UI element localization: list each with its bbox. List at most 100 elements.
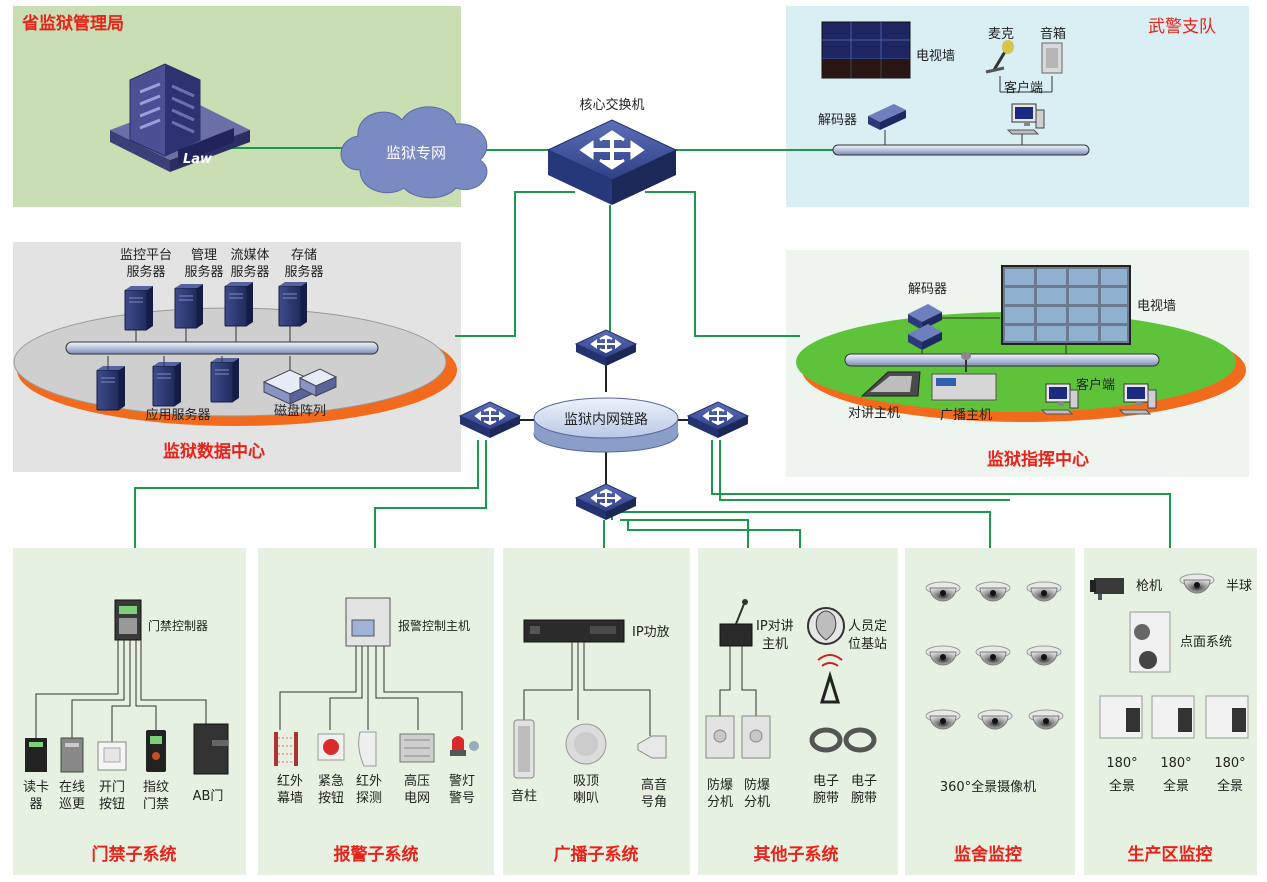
mic-label: 麦克 (988, 27, 1014, 42)
datacenter-server-labels: 监控平台 服务器 管理 服务器 流媒体 服务器 存储 服务器 (120, 248, 324, 280)
server-label-line1: 管理 (191, 248, 217, 263)
ip-amplifier-label: IP功放 (632, 625, 670, 640)
server-label-line2: 服务器 (184, 264, 223, 280)
panorama-line1: 180° (1106, 756, 1137, 771)
locator-icon (807, 607, 845, 645)
gun-camera-label: 枪机 (1136, 578, 1162, 594)
panorama-line1: 180° (1160, 756, 1191, 771)
switch-icon[interactable] (687, 401, 749, 439)
device-label-line1: 电子 (813, 774, 839, 789)
intercom-host-label: 对讲主机 (848, 406, 900, 421)
alarm-controller-label: 报警控制主机 (398, 618, 470, 633)
device-label-line2: 幕墙 (277, 791, 303, 806)
server-icon (278, 281, 308, 327)
access-wires (35, 640, 207, 742)
police-title: 武警支队 (1148, 17, 1216, 37)
intercom-line1: IP对讲 (756, 619, 794, 634)
device-label-line2: 门禁 (143, 797, 169, 812)
panorama-180-icons (1099, 695, 1249, 739)
command-title: 监狱指挥中心 (987, 449, 1089, 470)
speaker-label: 音箱 (1040, 26, 1066, 42)
police-decoder-label: 解码器 (818, 113, 857, 128)
server-label-line2: 服务器 (126, 264, 165, 280)
broadcast-host-label: 广播主机 (940, 408, 992, 423)
device-label-line2: 按钮 (99, 797, 125, 812)
horn-icon (637, 735, 667, 759)
device-label-line1: 指纹 (143, 780, 169, 795)
intercom-host-icon (860, 371, 921, 397)
warning-light-icon (450, 736, 479, 756)
broadcast-title: 广播子系统 (554, 844, 639, 865)
alarm-title: 报警子系统 (334, 844, 419, 865)
device-label-line2: 巡更 (59, 797, 85, 812)
access-device-labels: 读卡 器 在线 巡更 开门 按钮 指纹 门禁 AB门 (23, 780, 223, 812)
speaker-icon (1041, 42, 1063, 74)
ip-amplifier-icon (523, 619, 625, 643)
panorama-camera-icon (1099, 695, 1143, 739)
ab-door-icon (193, 723, 229, 775)
panorama-camera-icon (1151, 695, 1195, 739)
alarm-panel (258, 548, 494, 875)
device-label-line2: 腕带 (813, 790, 839, 806)
device-label-line2: 喇叭 (573, 791, 599, 806)
production-title: 生产区监控 (1128, 844, 1213, 865)
police-decoder-icon (868, 104, 906, 130)
intercom-line2: 主机 (762, 637, 788, 652)
disk-array-icon (262, 368, 338, 405)
patrol-icon (60, 737, 84, 773)
device-label-line2: 电网 (404, 791, 430, 806)
panorama-line1: 180° (1214, 756, 1245, 771)
other-device-labels: 防爆 分机 防爆 分机 电子 腕带 电子 腕带 (707, 774, 877, 810)
server-icon (124, 285, 154, 331)
panorama-labels: 180° 全景 180° 全景 180° 全景 (1106, 756, 1245, 794)
device-label-line1: 电子 (851, 774, 877, 789)
point-system-label: 点面系统 (1180, 635, 1232, 650)
half-dome-label: 半球 (1226, 579, 1252, 594)
core-links (520, 365, 690, 490)
ceiling-speaker-icon (565, 723, 607, 765)
broadcast-panel (503, 548, 690, 875)
command-video-wall-icon (1001, 265, 1131, 345)
cloud-icon (340, 106, 488, 199)
explosion-proof-phone-icon (705, 715, 735, 759)
disk-array-label: 磁盘阵列 (274, 403, 326, 419)
intranet-label: 监狱内网链路 (564, 412, 648, 428)
alarm-device-labels: 红外 幕墙 紧急 按钮 红外 探测 高压 电网 警灯 警号 (277, 773, 475, 806)
device-label-line1: 开门 (99, 780, 125, 795)
server-label-line2: 服务器 (284, 264, 323, 280)
device-label-line2: 器 (29, 797, 42, 812)
command-video-wall-label: 电视墙 (1137, 299, 1176, 314)
device-label-line1: 红外 (277, 773, 303, 789)
police-video-wall-label: 电视墙 (916, 49, 955, 64)
device-label-line1: 警灯 (449, 773, 475, 789)
explosion-proof-phone-icon (741, 715, 771, 759)
device-label-line2: 号角 (641, 795, 667, 810)
device-label-line1: 高音 (641, 777, 667, 793)
switch-icon[interactable] (459, 401, 521, 439)
point-system-icon (1129, 611, 1171, 673)
device-label-line1: 吸顶 (573, 774, 599, 789)
police-bus (832, 144, 1090, 156)
app-server-label: 应用服务器 (145, 407, 210, 423)
command-bus (844, 353, 1160, 367)
door-button-icon (97, 741, 127, 771)
core-switch-icon[interactable] (546, 119, 678, 205)
server-label-line2: 服务器 (230, 264, 269, 280)
gun-camera-icon (1090, 578, 1124, 600)
switch-icon[interactable] (575, 329, 637, 367)
access-controller-label: 门禁控制器 (148, 618, 208, 633)
broadcast-wires (523, 642, 651, 736)
law-logo-text: Law (183, 152, 213, 167)
antenna-icon (817, 654, 843, 704)
command-decoder-icon (908, 304, 942, 350)
infrared-detector-icon (358, 731, 377, 767)
locator-line2: 位基站 (848, 637, 887, 652)
law-building-icon (110, 63, 250, 172)
device-label-line1: 在线 (59, 780, 85, 795)
server-label-line1: 流媒体 (230, 248, 269, 263)
card-reader-icon (25, 738, 47, 772)
switch-icon[interactable] (575, 483, 637, 521)
server-icon (174, 283, 204, 329)
device-label-line1: 红外 (356, 773, 382, 789)
